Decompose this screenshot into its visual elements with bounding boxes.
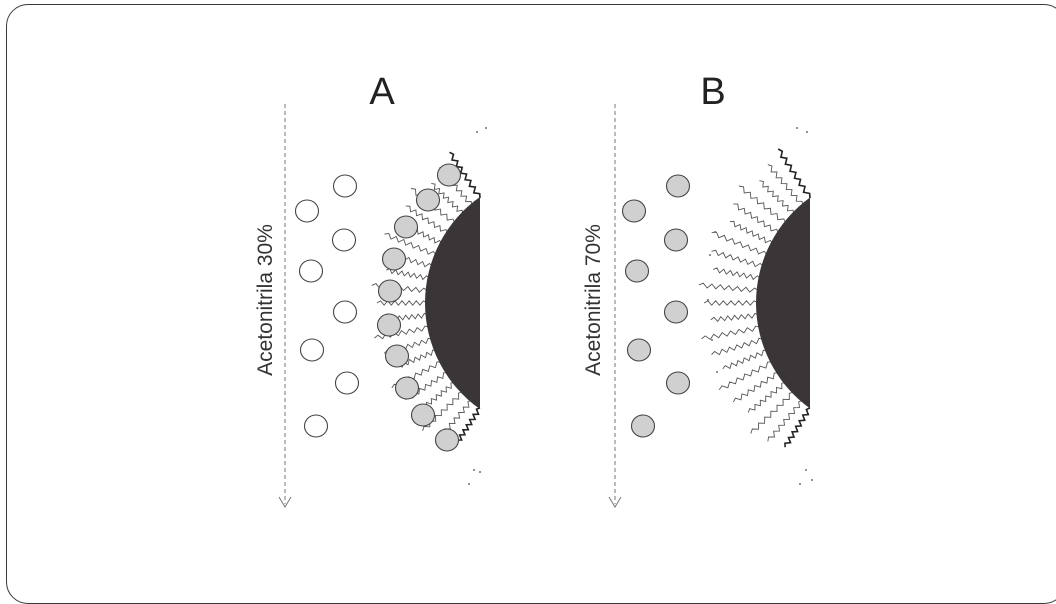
dashed-down-arrow-icon bbox=[608, 104, 622, 508]
panel-b-dots bbox=[707, 127, 813, 485]
alkyl-chain-icon bbox=[767, 164, 804, 206]
dot-icon bbox=[805, 469, 807, 471]
molecule-icon bbox=[663, 300, 689, 324]
panel-b: B Acetonitrila 70% bbox=[582, 71, 813, 508]
molecule-icon bbox=[415, 188, 441, 212]
panel-b-chains bbox=[698, 148, 811, 448]
molecule-icon bbox=[630, 414, 656, 438]
alkyl-chain-icon bbox=[759, 180, 795, 215]
panel-b-particle bbox=[756, 197, 810, 409]
panel-a-axis-label: Acetonitrila 30% bbox=[254, 224, 277, 376]
molecule-icon bbox=[410, 403, 436, 427]
molecule-icon bbox=[665, 371, 691, 395]
molecule-icon bbox=[436, 163, 462, 187]
alkyl-chain-icon bbox=[431, 183, 464, 215]
dot-icon bbox=[796, 127, 798, 129]
molecule-icon bbox=[384, 344, 410, 368]
alkyl-chain-icon bbox=[422, 391, 464, 431]
alkyl-chain-icon bbox=[777, 148, 811, 199]
molecule-icon bbox=[394, 376, 420, 400]
alkyl-chain-icon bbox=[449, 151, 481, 199]
dot-icon bbox=[716, 371, 718, 373]
alkyl-chain-icon bbox=[784, 407, 811, 448]
dot-icon bbox=[485, 127, 487, 129]
dot-icon bbox=[799, 483, 801, 485]
alkyl-chain-icon bbox=[386, 268, 430, 281]
molecule-icon bbox=[294, 199, 320, 223]
molecule-icon bbox=[621, 199, 647, 223]
dot-icon bbox=[811, 479, 813, 481]
alkyl-chain-icon bbox=[718, 361, 773, 391]
alkyl-chain-icon bbox=[732, 372, 779, 403]
alkyl-chain-icon bbox=[455, 407, 481, 444]
panel-a-title: A bbox=[369, 71, 395, 113]
panel-a-particle bbox=[425, 196, 480, 410]
molecule-icon bbox=[332, 174, 358, 198]
molecule-icon bbox=[298, 259, 324, 283]
alkyl-chain-icon bbox=[713, 267, 761, 281]
molecule-icon bbox=[665, 174, 691, 198]
dot-icon bbox=[806, 131, 808, 133]
alkyl-chain-icon bbox=[738, 185, 787, 224]
alkyl-chain-icon bbox=[374, 325, 430, 340]
dot-icon bbox=[476, 131, 478, 133]
alkyl-chain-icon bbox=[701, 325, 761, 341]
dashed-down-arrow-icon bbox=[278, 104, 292, 508]
molecule-icon bbox=[393, 215, 419, 239]
panel-a-dots bbox=[468, 127, 487, 485]
panel-b-free-molecules bbox=[621, 174, 691, 438]
molecule-icon bbox=[626, 338, 652, 362]
chromatography-diagram: A Acetonitrila 30% B Acetonitrila 70% bbox=[254, 71, 813, 508]
panel-b-axis-label: Acetonitrila 70% bbox=[582, 224, 605, 376]
molecule-icon bbox=[303, 414, 329, 438]
alkyl-chain-icon bbox=[729, 220, 773, 245]
alkyl-chain-icon bbox=[722, 349, 768, 370]
molecule-icon bbox=[331, 228, 357, 252]
alkyl-chain-icon bbox=[747, 382, 786, 413]
molecule-icon bbox=[377, 279, 403, 303]
dot-icon bbox=[468, 483, 470, 485]
dot-icon bbox=[479, 471, 481, 473]
alkyl-chain-icon bbox=[767, 399, 804, 442]
molecule-icon bbox=[376, 313, 402, 337]
dot-icon bbox=[714, 231, 716, 233]
alkyl-chain-icon bbox=[750, 391, 795, 434]
dot-icon bbox=[711, 339, 713, 341]
molecule-icon bbox=[381, 247, 407, 271]
alkyl-chain-icon bbox=[733, 203, 780, 234]
alkyl-chain-icon bbox=[405, 205, 449, 234]
alkyl-chain-icon bbox=[711, 337, 764, 356]
alkyl-chain-icon bbox=[698, 282, 759, 293]
dot-icon bbox=[473, 469, 475, 471]
dot-icon bbox=[709, 254, 711, 256]
panel-b-title: B bbox=[700, 71, 725, 113]
panel-a-free-molecules bbox=[294, 174, 360, 438]
molecule-icon bbox=[334, 371, 360, 395]
alkyl-chain-icon bbox=[710, 312, 759, 323]
molecule-icon bbox=[663, 228, 689, 252]
molecule-icon bbox=[434, 428, 460, 452]
alkyl-chain-icon bbox=[376, 300, 428, 306]
alkyl-chain-icon bbox=[384, 233, 437, 256]
molecule-icon bbox=[299, 338, 325, 362]
molecule-icon bbox=[624, 259, 650, 283]
dot-icon bbox=[707, 299, 709, 301]
molecule-icon bbox=[332, 300, 358, 324]
panel-a: A Acetonitrila 30% bbox=[254, 71, 487, 508]
alkyl-chain-icon bbox=[711, 249, 764, 268]
alkyl-chain-icon bbox=[711, 231, 768, 256]
panel-a-bound-molecules bbox=[376, 163, 462, 452]
alkyl-chain-icon bbox=[703, 300, 759, 306]
